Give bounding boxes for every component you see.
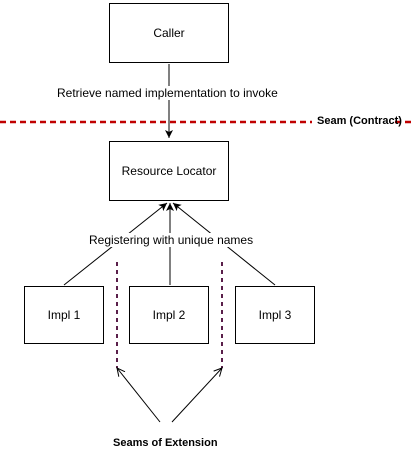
caller-box: Caller — [109, 3, 229, 63]
impl2-label: Impl 2 — [152, 308, 186, 322]
registering-label: Registering with unique names — [88, 233, 255, 247]
extension-pointer-left — [117, 368, 161, 423]
impl2-box: Impl 2 — [129, 286, 209, 344]
seam-contract-label: Seam (Contract) — [317, 115, 402, 127]
resource-locator-label: Resource Locator — [121, 164, 217, 178]
impl1-box: Impl 1 — [24, 286, 104, 344]
extension-pointer-right — [171, 368, 222, 423]
impl3-box: Impl 3 — [235, 286, 315, 344]
retrieve-label: Retrieve named implementation to invoke — [56, 86, 279, 100]
impl3-label: Impl 3 — [258, 308, 292, 322]
impl1-label: Impl 1 — [47, 308, 81, 322]
caller-label: Caller — [153, 26, 185, 40]
seams-extension-label: Seams of Extension — [113, 437, 218, 449]
resource-locator-box: Resource Locator — [109, 141, 229, 201]
